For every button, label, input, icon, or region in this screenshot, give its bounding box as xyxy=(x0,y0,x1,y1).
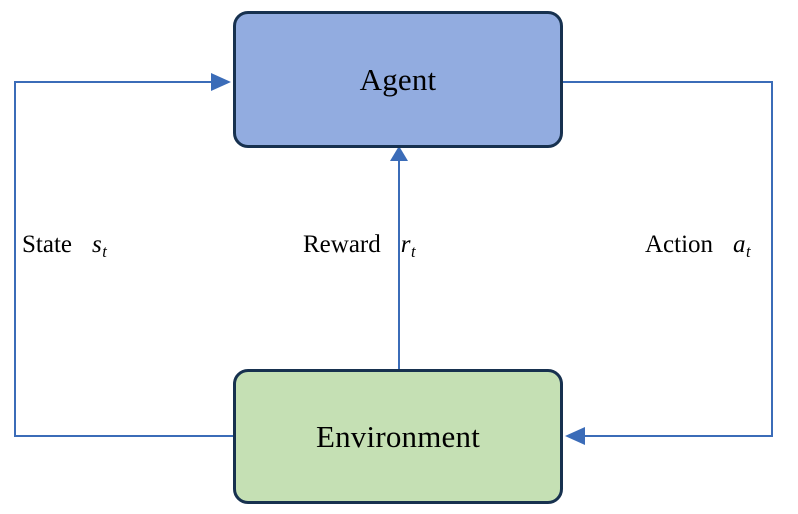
reward-edge-word: Reward xyxy=(303,231,381,258)
reward-symbol-base: r xyxy=(400,231,411,258)
reward-symbol-subscript: t xyxy=(410,241,416,261)
reward-edge-symbol: rt xyxy=(381,231,416,261)
agent-node-label: Agent xyxy=(359,62,437,97)
action-edge-word: Action xyxy=(645,231,714,258)
state-symbol-subscript: t xyxy=(102,241,107,261)
reward-arrowhead-icon xyxy=(390,146,408,161)
environment-node[interactable]: Environment xyxy=(233,369,563,504)
agent-node[interactable]: Agent xyxy=(233,11,563,148)
action-edge-symbol: at xyxy=(713,231,751,261)
state-edge-symbol: st xyxy=(72,231,107,261)
action-connector-line xyxy=(563,81,773,437)
action-symbol-subscript: t xyxy=(746,241,751,261)
action-arrowhead-icon xyxy=(565,427,585,445)
action-symbol-base: a xyxy=(733,231,746,258)
environment-node-label: Environment xyxy=(315,419,481,454)
state-symbol-base: s xyxy=(92,231,102,258)
state-edge-word: State xyxy=(22,231,72,258)
state-connector-line xyxy=(14,81,233,437)
state-arrowhead-icon xyxy=(211,73,231,91)
